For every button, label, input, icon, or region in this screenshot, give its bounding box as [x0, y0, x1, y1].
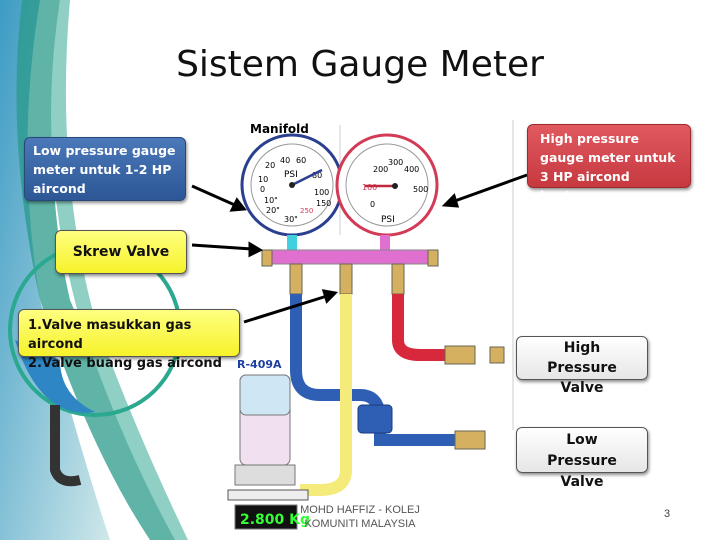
svg-text:200: 200 [373, 165, 388, 174]
svg-text:20: 20 [265, 161, 275, 170]
svg-text:PSI: PSI [381, 215, 395, 225]
svg-text:0: 0 [260, 185, 265, 194]
manifold-label: Manifold [250, 122, 309, 136]
valve-function-line-2: 2.Valve buang gas aircond [28, 356, 222, 371]
high-pressure-gauge: 200 300 400 500 100 0 PSI [335, 133, 439, 237]
high-pressure-valve-callout: High Pressure Valve [516, 336, 648, 396]
svg-text:40: 40 [280, 156, 290, 165]
svg-text:60: 60 [296, 156, 306, 165]
svg-text:10": 10" [264, 196, 278, 205]
svg-text:80: 80 [312, 171, 322, 180]
svg-text:10: 10 [258, 175, 268, 184]
low-pressure-gauge: 20 40 60 80 100 150 10 0 10" 20" 30" 250… [240, 133, 344, 237]
svg-text:30": 30" [284, 215, 298, 224]
svg-text:100: 100 [314, 188, 329, 197]
high-pressure-gauge-callout: High pressure gauge meter untuk 3 HP air… [527, 124, 691, 203]
pointer-arrows [191, 173, 528, 324]
svg-text:150: 150 [316, 199, 331, 208]
slide-footer: MOHD HAFFIZ - KOLEJ KOMUNITI MALAYSIA [300, 504, 420, 530]
svg-text:100: 100 [362, 183, 377, 192]
svg-text:0: 0 [370, 200, 375, 209]
valve-function-line-1: 1.Valve masukkan gas aircond [28, 318, 192, 352]
svg-text:400: 400 [404, 165, 419, 174]
scale-reading: 2.800 Kg [240, 512, 310, 528]
svg-text:20": 20" [266, 206, 280, 215]
low-pressure-gauge-callout: Low pressure gauge meter untuk 1-2 HP ai… [24, 137, 186, 201]
low-pressure-valve-callout: Low Pressure Valve [516, 427, 648, 490]
svg-text:250: 250 [300, 207, 313, 215]
svg-text:500: 500 [413, 185, 428, 194]
slide-title: Sistem Gauge Meter [176, 44, 544, 85]
page-number: 3 [664, 508, 671, 520]
valve-function-callout: 1.Valve masukkan gas aircond 2.Valve bua… [18, 309, 240, 371]
svg-text:R-409A: R-409A [237, 358, 282, 371]
svg-text:PSI: PSI [284, 170, 298, 180]
skrew-valve-label: Skrew Valve [72, 243, 170, 260]
svg-text:300: 300 [388, 158, 403, 167]
skrew-valve-callout: Skrew Valve [55, 230, 187, 274]
